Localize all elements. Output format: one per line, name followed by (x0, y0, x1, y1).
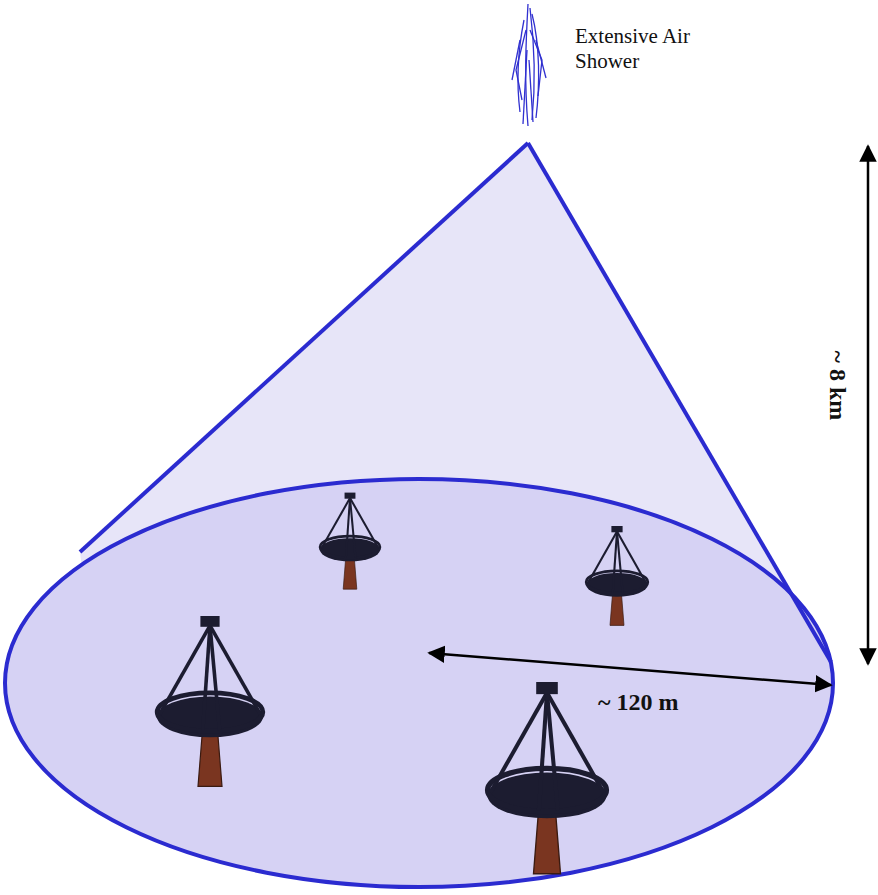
telescope (586, 526, 648, 625)
cone-edge (80, 143, 528, 552)
telescope (157, 616, 263, 786)
height-arrow (867, 146, 870, 664)
shower-label: Extensive Air Shower (575, 24, 715, 74)
cone-edge (528, 143, 831, 662)
ground-ellipse (5, 479, 833, 887)
radius-arrow (429, 653, 831, 685)
height-label: ~ 8 km (824, 350, 853, 420)
telescope (488, 682, 607, 874)
shower-streaks (512, 4, 546, 126)
radius-label: ~ 120 m (598, 688, 678, 717)
telescope (320, 493, 380, 590)
